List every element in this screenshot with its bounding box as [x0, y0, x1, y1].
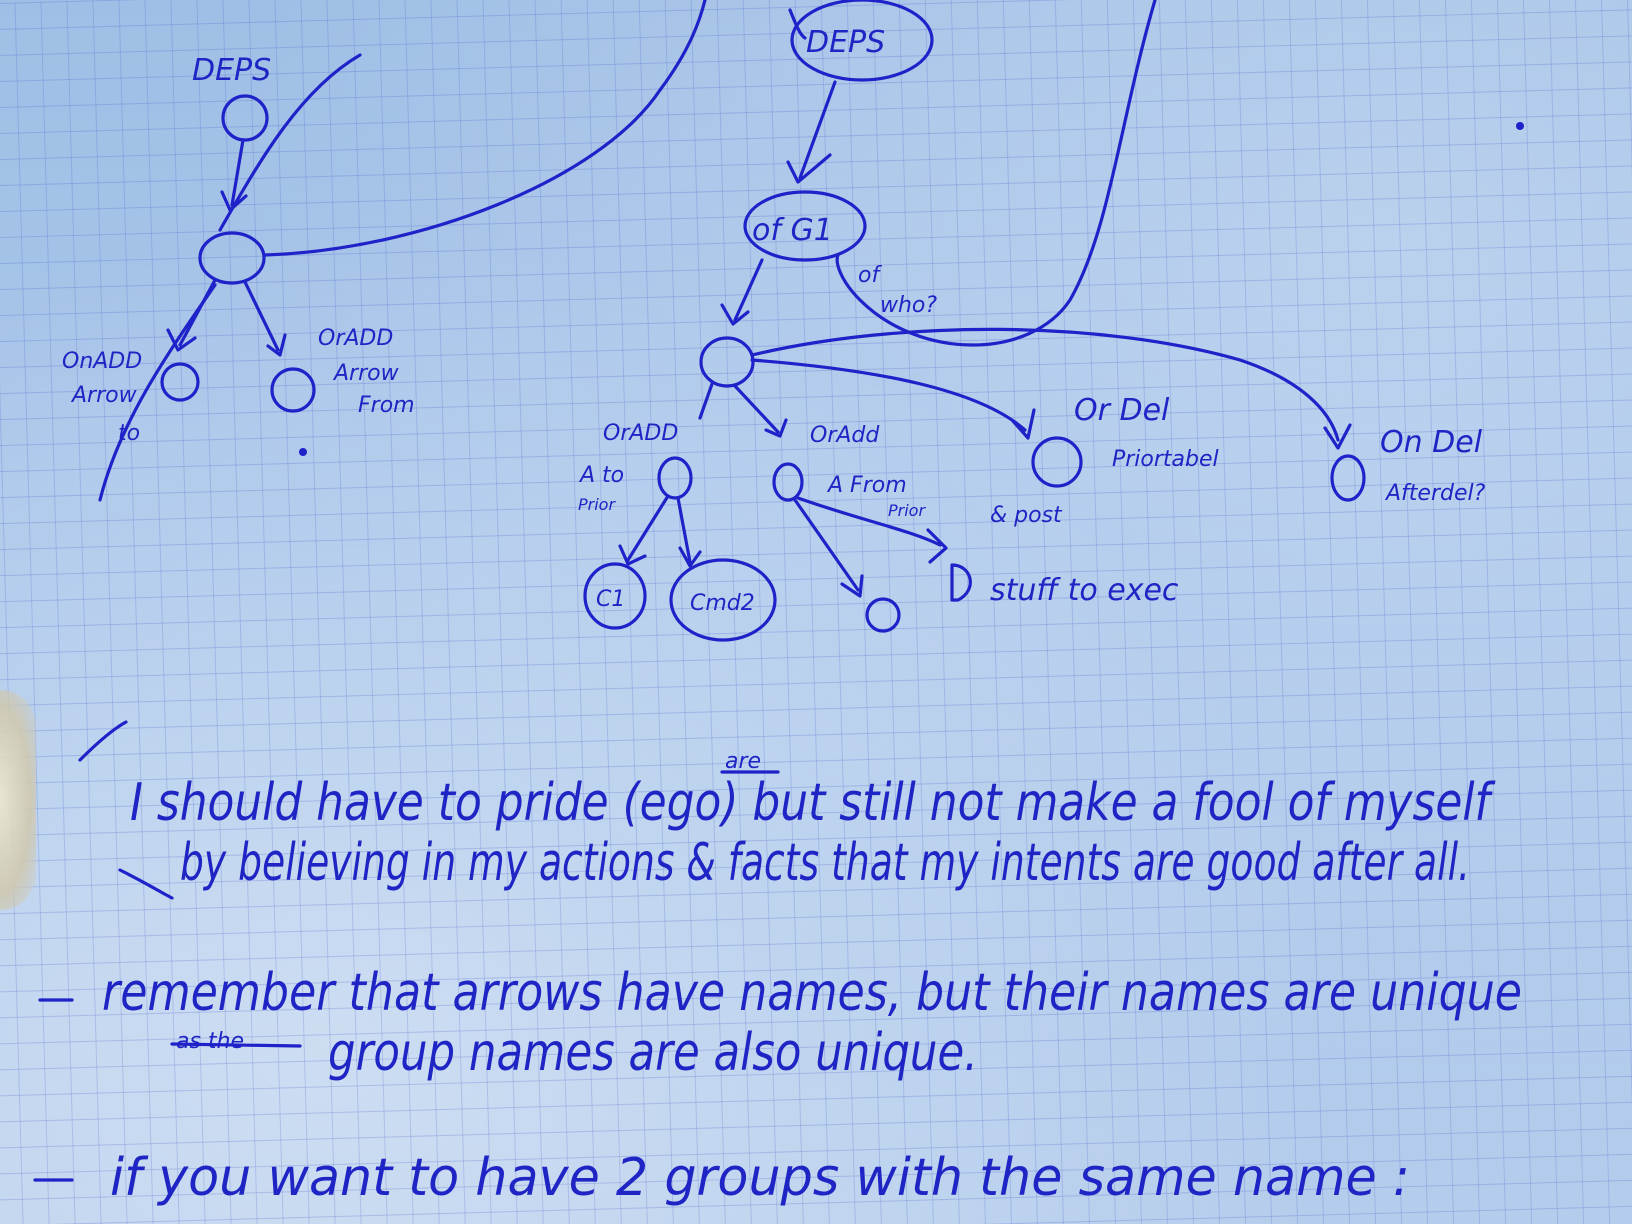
left-arrow-down: [220, 138, 248, 212]
branch-2-leaf: [865, 597, 901, 633]
left-leaf-b: [270, 367, 316, 413]
branch-4-label-1: On Del: [1380, 425, 1483, 460]
child-node-2: [669, 558, 777, 642]
branch-3-line: [750, 358, 1036, 440]
side-note-2: who?: [880, 293, 937, 318]
group-node-label: of G1: [752, 213, 833, 248]
ink-dot: [299, 448, 307, 456]
branch-1-line: [698, 382, 714, 420]
ink-dot: [1516, 122, 1524, 130]
note-1-line-2: by believing in my actions & facts that …: [180, 833, 1470, 893]
page-edge-shadow: [0, 690, 36, 910]
branch-2-arrow-b: [796, 496, 948, 564]
left-leaf-b-label-3: From: [358, 393, 415, 418]
branch-1-label-1: OrADD: [603, 421, 678, 446]
exec-node: [950, 563, 972, 602]
branch-2-label-2: A From: [826, 473, 907, 498]
pen-tick: [118, 868, 174, 900]
note-3-line-1: if you want to have 2 groups with the sa…: [110, 1148, 1410, 1208]
left-arrow-b: [243, 280, 287, 357]
right-arrow-group: [720, 258, 764, 326]
right-root-hook: [788, 8, 807, 40]
left-incoming-curve: [218, 53, 362, 232]
left-mid-node: [198, 231, 266, 285]
right-root-node: [790, 0, 934, 82]
left-tail-line: [98, 283, 217, 502]
branch-2-label-3: Prior: [888, 501, 926, 520]
exec-note: stuff to exec: [990, 573, 1179, 608]
child-label-1: C1: [596, 587, 625, 612]
extra-label: & post: [990, 503, 1063, 528]
branch-3-node: [1031, 436, 1083, 488]
left-long-curve: [263, 0, 707, 257]
branch-1-node: [657, 456, 693, 500]
left-leaf-b-label-1: OrADD: [318, 326, 393, 351]
left-leaf-b-label-2: Arrow: [332, 361, 400, 386]
strike-line: [170, 1042, 302, 1048]
child-label-2: Cmd2: [690, 591, 755, 616]
notes: I should have to pride (ego) but still n…: [33, 720, 1522, 1208]
right-root-label: DEPS: [806, 25, 885, 60]
left-arrow-a: [166, 278, 217, 352]
right-arrow-root: [786, 80, 837, 184]
left-root-node: [221, 94, 269, 142]
child-node-1: [583, 562, 647, 630]
note-1-line-1: I should have to pride (ego) but still n…: [130, 773, 1496, 833]
left-leaf-a-label-3: to: [118, 421, 140, 446]
note-2-struck: as the: [176, 1029, 244, 1054]
branch-2-arrow-a: [793, 498, 864, 598]
branch-4-node: [1330, 454, 1366, 502]
left-diagram: DEPS OnADD Arrow to OrADD Arrow From: [62, 0, 707, 502]
side-note-1: of: [858, 263, 882, 288]
left-leaf-a-label-1: OnADD: [62, 349, 142, 374]
branch-1-label-3: Prior: [578, 495, 616, 514]
branch-1-label-2: A to: [578, 463, 624, 488]
child-arrow-1: [618, 494, 670, 566]
left-leaf-a-label-2: Arrow: [70, 383, 138, 408]
branch-4-line: [750, 327, 1352, 450]
branch-3-label-2: Priortabel: [1112, 447, 1219, 472]
right-diagram: DEPS of G1 of who? OrADD A to Prior C1 C…: [578, 0, 1524, 642]
left-root-label: DEPS: [192, 53, 271, 88]
branch-4-label-2: Afterdel?: [1384, 481, 1486, 506]
note-2-line-2: group names are also unique.: [328, 1023, 978, 1083]
group-node: [743, 190, 867, 262]
branch-3-label-1: Or Del: [1074, 393, 1170, 428]
note-2-line-1: remember that arrows have names, but the…: [102, 963, 1522, 1023]
branch-2-label-1: OrAdd: [810, 423, 880, 448]
branch-2-line: [733, 384, 788, 438]
pen-tick: [78, 720, 128, 762]
action-node: [699, 336, 755, 388]
left-leaf-a: [160, 362, 200, 402]
child-arrow-2: [676, 496, 702, 568]
note-1-struck: are: [725, 749, 761, 774]
branch-2-node: [772, 462, 804, 502]
